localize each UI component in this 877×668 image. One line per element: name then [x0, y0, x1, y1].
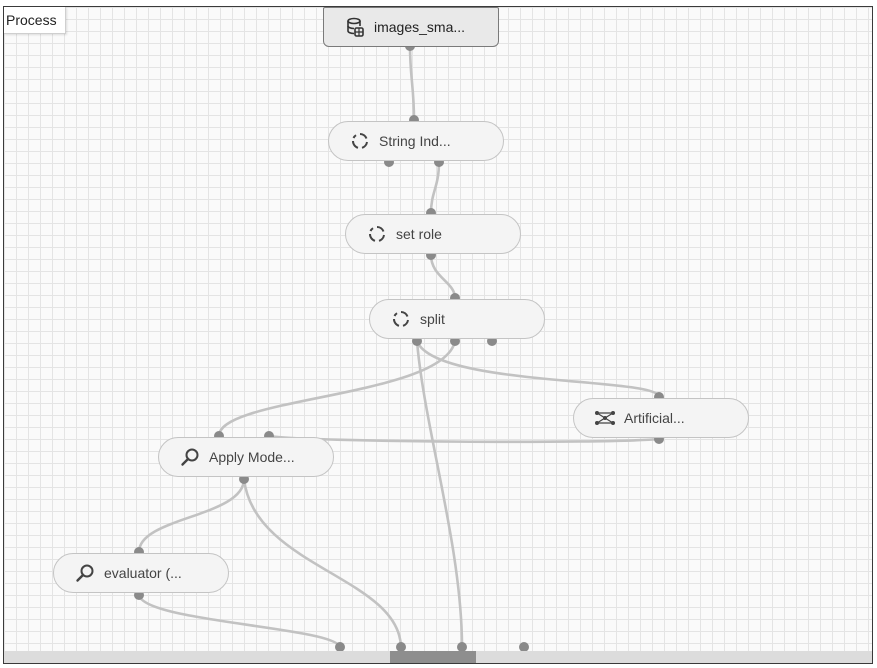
operator-images-source[interactable]: images_sma... — [323, 7, 499, 47]
magnifier-icon — [179, 446, 201, 468]
operator-set-role[interactable]: set role — [345, 214, 521, 254]
wire-string-indices-to-set-role — [429, 161, 441, 214]
process-canvas[interactable]: Process images_sma... String Ind... set … — [3, 6, 873, 664]
operator-label: split — [420, 311, 445, 327]
database-icon — [344, 16, 366, 38]
port-result-2 — [396, 642, 406, 652]
operator-label: String Ind... — [379, 133, 451, 149]
operator-label: set role — [396, 226, 442, 242]
operator-label: images_sma... — [374, 19, 466, 35]
operator-apply-model[interactable]: Apply Mode... — [158, 437, 334, 477]
wire-split-to-artificial — [415, 340, 661, 398]
cycle-icon — [390, 308, 412, 330]
operator-split[interactable]: split — [369, 299, 545, 339]
cycle-icon — [349, 130, 371, 152]
port-result-3 — [457, 642, 467, 652]
wire-set-role-to-split — [429, 254, 457, 299]
wire-apply-model-to-bottom-port — [242, 478, 403, 648]
wire-split-to-apply-model — [217, 340, 457, 437]
neural-net-icon — [594, 407, 616, 429]
operator-string-indices[interactable]: String Ind... — [328, 121, 504, 161]
connection-layer — [134, 41, 664, 652]
scrollbar-thumb[interactable] — [390, 651, 476, 663]
port-result-4 — [519, 642, 529, 652]
wire-apply-model-to-evaluator — [137, 478, 246, 553]
operator-label: evaluator (... — [104, 565, 182, 581]
cycle-icon — [366, 223, 388, 245]
process-tab[interactable]: Process — [4, 7, 66, 34]
wire-evaluator-to-bottom-port — [137, 594, 342, 648]
horizontal-scrollbar[interactable] — [4, 651, 872, 663]
wire-source-to-string-indices — [408, 45, 416, 121]
wire-split-to-bottom-port — [415, 340, 464, 648]
operator-artificial-neural-net[interactable]: Artificial... — [573, 398, 749, 438]
operator-label: Artificial... — [624, 410, 685, 426]
magnifier-icon — [74, 562, 96, 584]
port-result-1 — [335, 642, 345, 652]
operator-label: Apply Mode... — [209, 449, 295, 465]
operator-evaluator[interactable]: evaluator (... — [53, 553, 229, 593]
